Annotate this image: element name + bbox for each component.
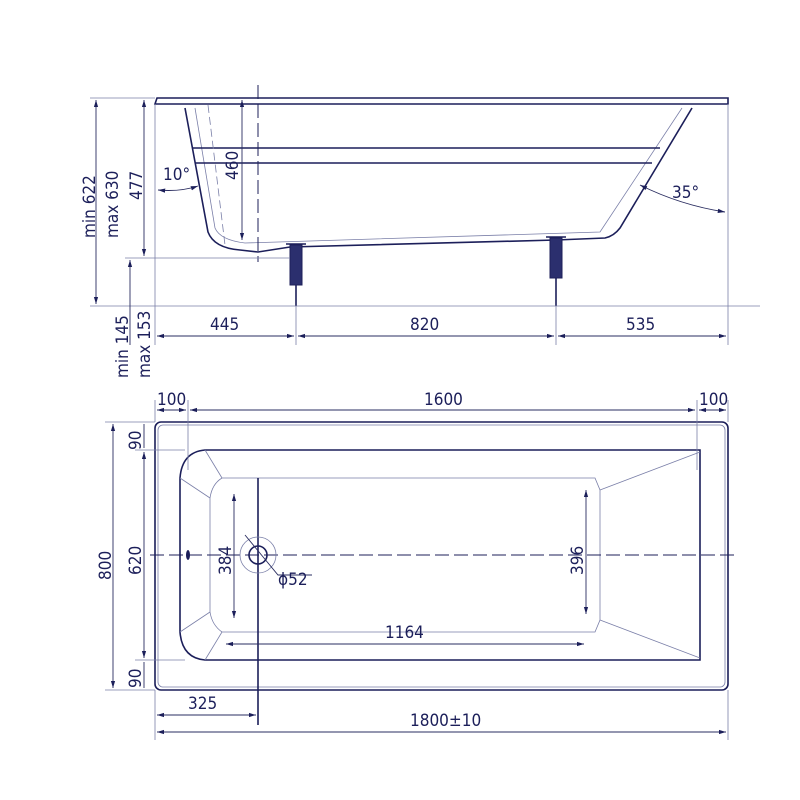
- dim-535: 535: [626, 315, 655, 335]
- tub-floor: [209, 477, 601, 633]
- dim-max-630: max 630: [103, 171, 123, 238]
- tub-body-profile: [184, 107, 693, 253]
- dim-min-622: min 622: [80, 175, 100, 238]
- dim-396: 396: [568, 546, 588, 575]
- tub-outline: [154, 421, 729, 691]
- top-view: ϕ52 100 1600 100 800 620 90 90 384 396 1…: [96, 390, 735, 740]
- tub-inner-rim: [179, 449, 701, 661]
- dim-820: 820: [410, 315, 439, 335]
- dim-445: 445: [210, 315, 239, 335]
- dim-phi-52: ϕ52: [278, 570, 308, 590]
- dim-max-153: max 153: [135, 311, 155, 378]
- tub-inner-contour: [194, 107, 683, 244]
- dim-325: 325: [188, 694, 217, 714]
- angle-10: 10°: [163, 165, 190, 185]
- drain-outer: [239, 536, 277, 574]
- tub-rim: [153, 97, 729, 105]
- dim-460: 460: [223, 151, 243, 180]
- dim-1800: 1800±10: [410, 711, 481, 731]
- dim-90-top: 90: [126, 431, 146, 450]
- dim-800: 800: [96, 551, 116, 580]
- side-view: min 622 max 630 477 min 145 max 153 460 …: [80, 85, 760, 378]
- dim-1600: 1600: [424, 390, 463, 410]
- dim-477: 477: [127, 171, 147, 200]
- angle-35: 35°: [672, 183, 699, 203]
- dim-100-right: 100: [699, 390, 728, 410]
- leg-left: [286, 243, 306, 306]
- dim-min-145: min 145: [113, 315, 133, 378]
- dim-100-left: 100: [157, 390, 186, 410]
- leg-right: [546, 236, 566, 306]
- dim-90-bottom: 90: [126, 669, 146, 688]
- overflow-icon: [186, 550, 190, 560]
- dim-384: 384: [216, 546, 236, 575]
- dim-1164: 1164: [385, 623, 424, 643]
- dim-620: 620: [126, 546, 146, 575]
- drain-icon: [248, 545, 268, 565]
